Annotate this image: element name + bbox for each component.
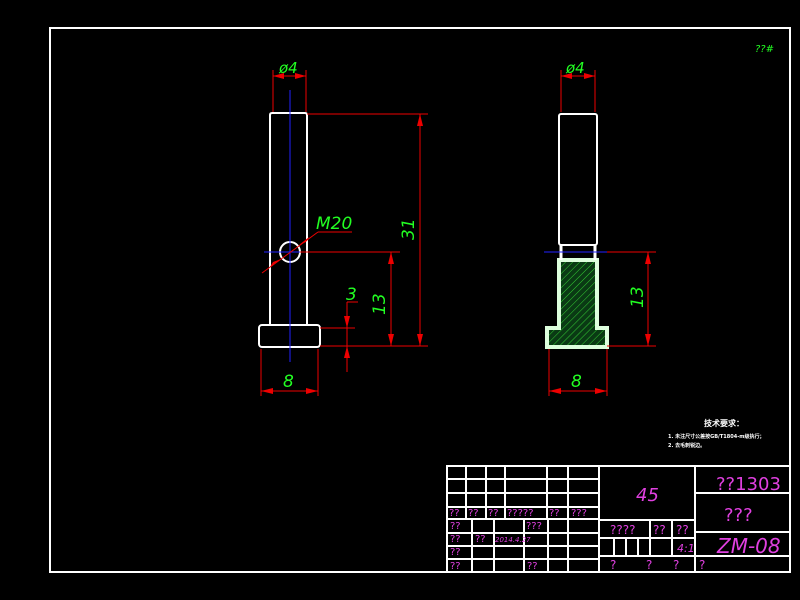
designer: ?? bbox=[475, 534, 486, 545]
part-code: ??1303 bbox=[716, 474, 781, 495]
row-label: ?? bbox=[450, 534, 461, 545]
sig-label: ?? bbox=[488, 508, 499, 519]
material: 45 bbox=[636, 485, 659, 506]
sig-label: ??? bbox=[571, 508, 587, 519]
section-dim-neck-height: 13 bbox=[628, 286, 648, 308]
section-dim-top-diameter: ø4 bbox=[565, 59, 585, 77]
date: 2014.4.27 bbox=[495, 536, 531, 544]
lower-section bbox=[545, 258, 609, 349]
dim-top-diameter: ø4 bbox=[278, 59, 298, 77]
sheet-label: ? bbox=[610, 558, 616, 572]
title-block-text: 45 ??1303 ??? ZM-08 4:1 ?? ?? ?? ????? ?… bbox=[449, 474, 781, 572]
part-name: ??? bbox=[724, 505, 753, 526]
sheet-label: ? bbox=[646, 558, 652, 572]
section-view: ø4 13 8 bbox=[544, 59, 656, 396]
weight-label: ?? bbox=[653, 523, 666, 537]
technical-requirements: 技术要求： 1. 未注尺寸公差按GB/T1804-m级执行； 2. 去毛刺锐边。 bbox=[668, 418, 764, 449]
upper-section bbox=[558, 113, 598, 246]
standardization: ??? bbox=[526, 521, 542, 532]
sig-label: ?? bbox=[468, 508, 479, 519]
row-label: ?? bbox=[450, 521, 461, 532]
tech-req-title: 技术要求： bbox=[704, 418, 744, 428]
dim-hole-height: 13 bbox=[370, 293, 390, 315]
sheet-label: ? bbox=[673, 558, 679, 572]
drawing-frame bbox=[49, 27, 791, 573]
dim-length: 31 bbox=[399, 218, 419, 240]
dim-thread: M20 bbox=[316, 214, 352, 234]
sheet-label: ? bbox=[699, 558, 705, 572]
sig-label: ?? bbox=[449, 508, 460, 519]
dim-head-width: 8 bbox=[283, 372, 294, 392]
title-block bbox=[446, 465, 791, 573]
scale: 4:1 bbox=[677, 542, 695, 555]
dim-head-thickness: 3 bbox=[346, 285, 357, 305]
approval: ?? bbox=[527, 561, 538, 572]
row-label: ?? bbox=[450, 547, 461, 558]
front-view: ø4 31 13 3 8 M20 bbox=[258, 59, 428, 396]
tech-req-item: 1. 未注尺寸公差按GB/T1804-m级执行； bbox=[668, 433, 764, 440]
shaft-outline bbox=[269, 112, 308, 325]
scale-label: ?? bbox=[676, 523, 689, 537]
sig-label: ?? bbox=[549, 508, 560, 519]
row-label: ?? bbox=[450, 561, 461, 572]
stage-label: ???? bbox=[610, 523, 635, 537]
corner-note: ??# bbox=[755, 44, 774, 55]
drawing-number: ZM-08 bbox=[716, 534, 781, 558]
tech-req-item: 2. 去毛刺锐边。 bbox=[668, 442, 705, 449]
sig-label: ????? bbox=[507, 508, 534, 519]
section-dim-head-width: 8 bbox=[571, 372, 582, 392]
